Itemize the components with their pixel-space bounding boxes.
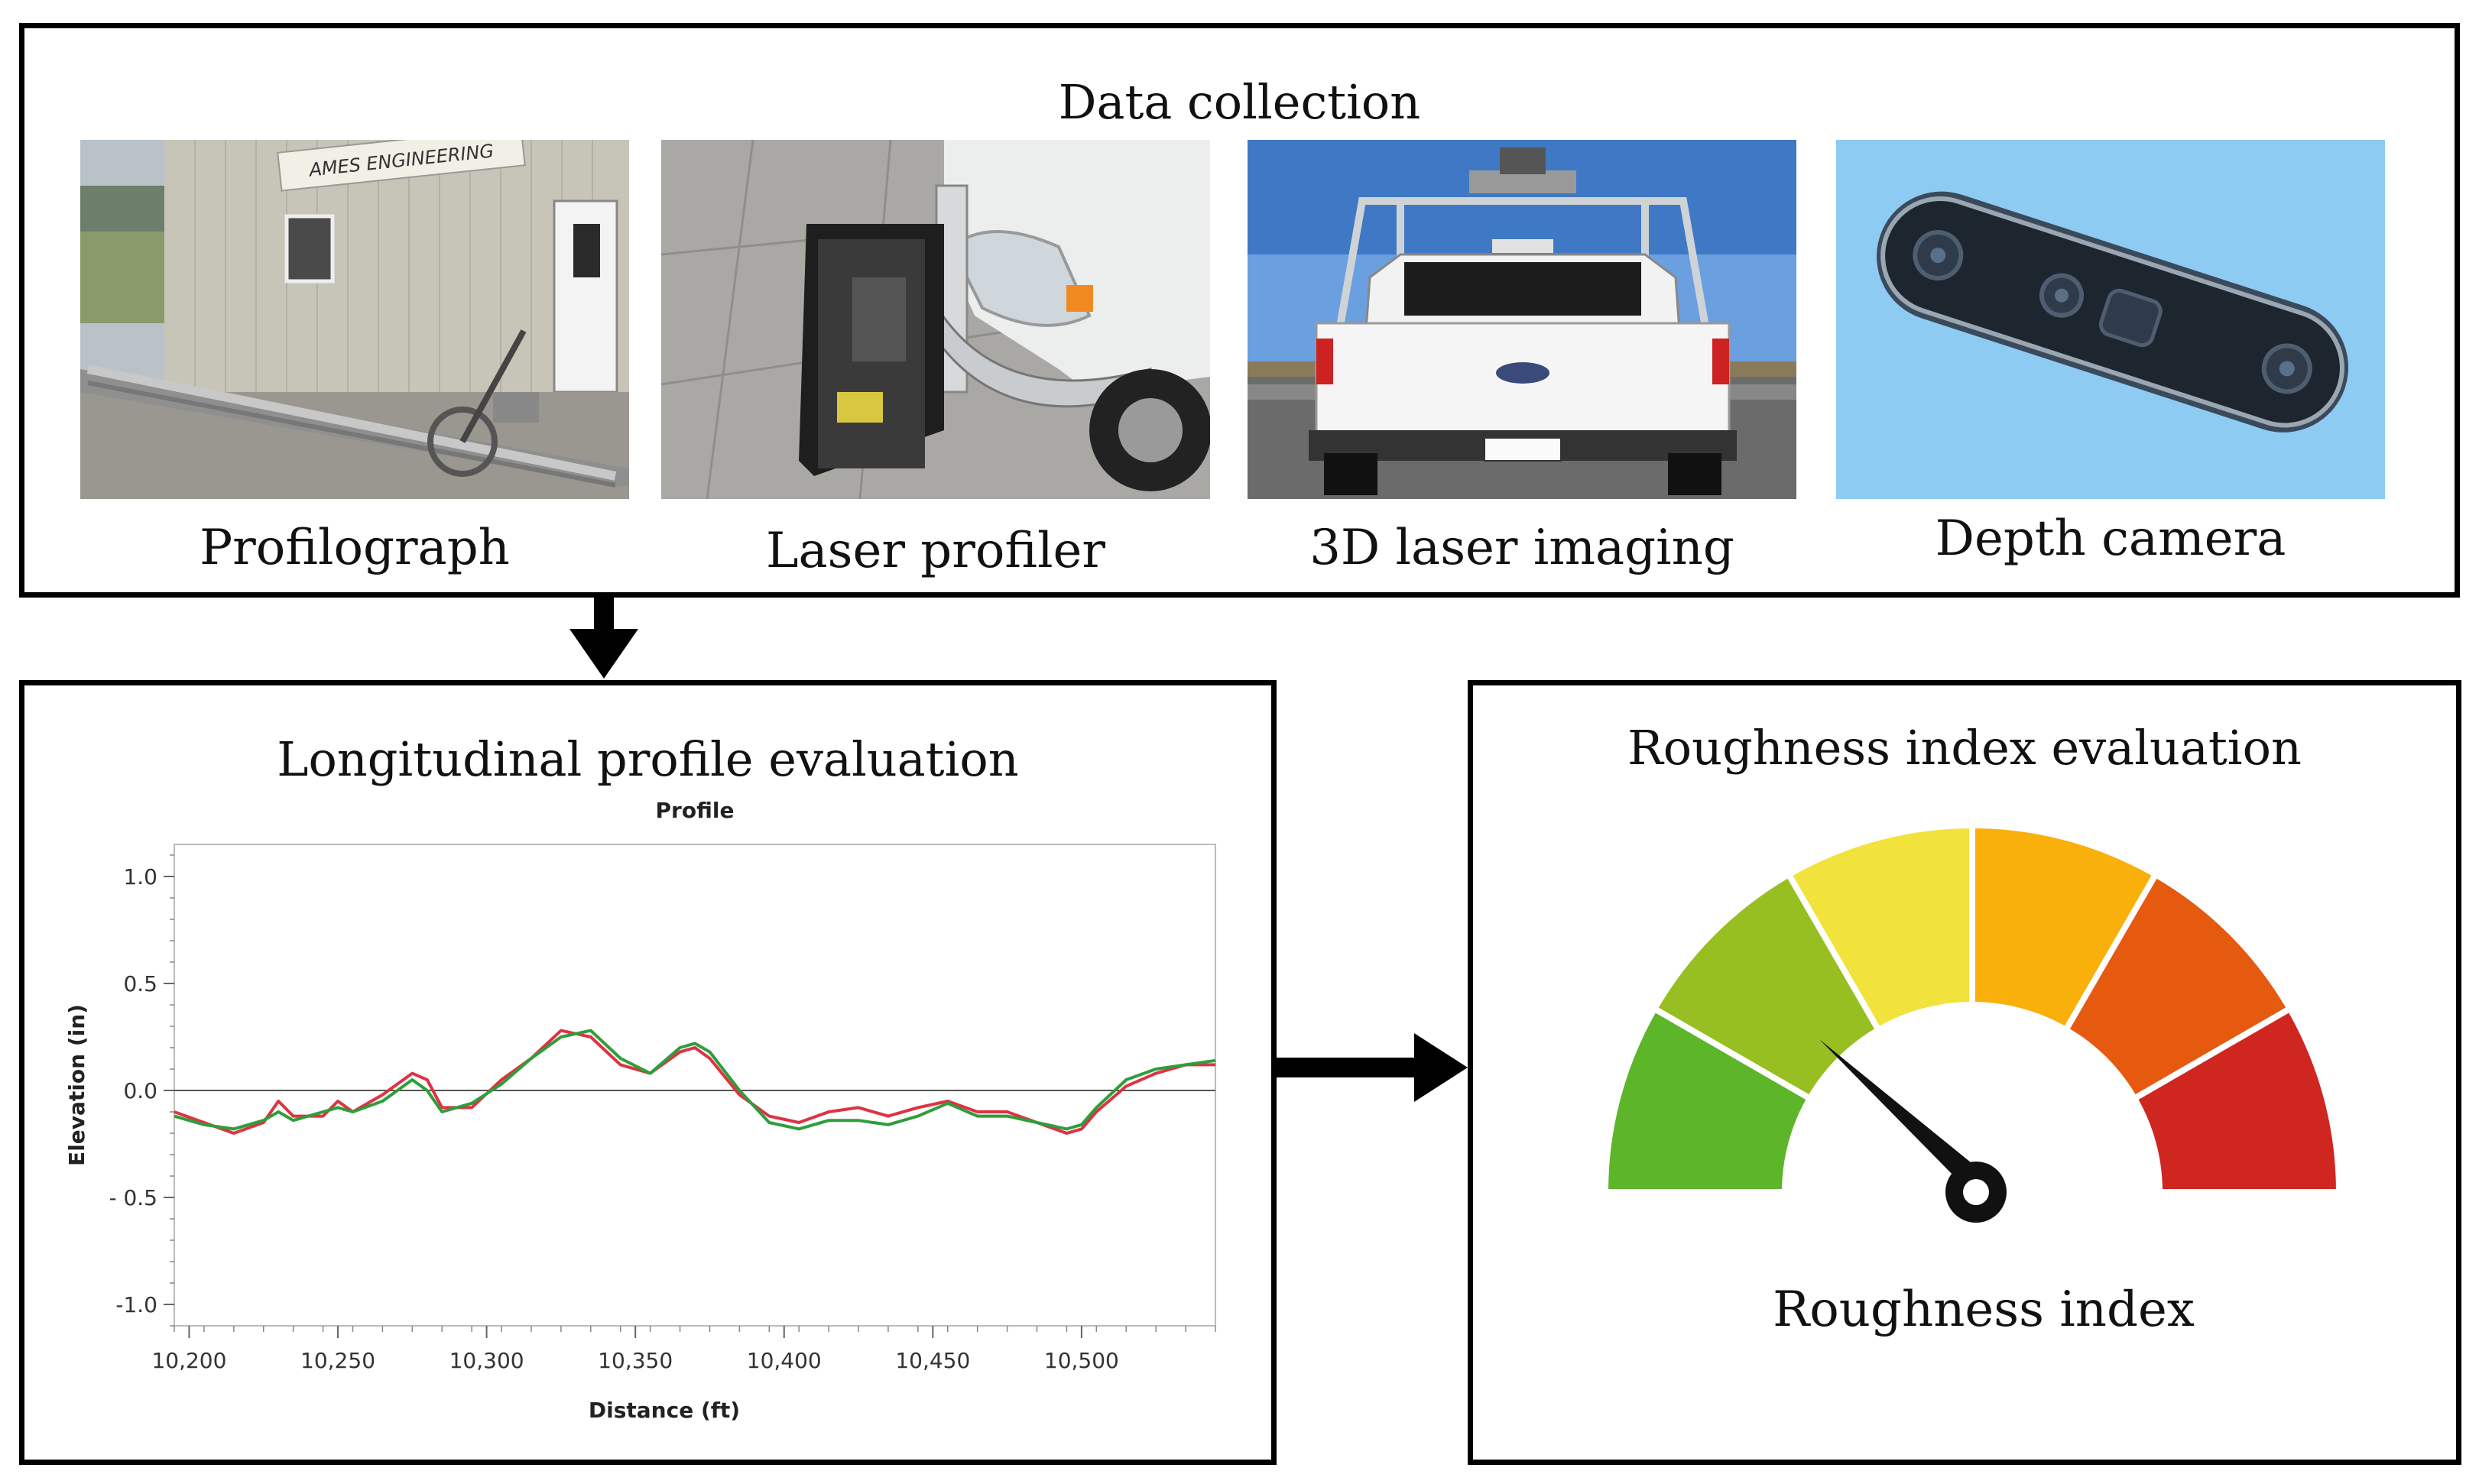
y-tick-label: 0.5	[123, 971, 157, 996]
laser-imaging-caption: 3D laser imaging	[1309, 520, 1734, 576]
laser-profiler-photo	[661, 140, 1210, 499]
profilograph-caption: Profilograph	[200, 520, 510, 576]
profile-evaluation-title: Longitudinal profile evaluation	[277, 731, 1019, 787]
x-tick-label: 10,250	[300, 1348, 375, 1373]
x-tick-label: 10,500	[1044, 1348, 1119, 1373]
profile-series-line-2	[174, 1029, 1216, 1131]
y-tick-label: - 0.5	[109, 1185, 157, 1210]
x-tick-label: 10,200	[151, 1348, 226, 1373]
x-tick-label: 10,350	[598, 1348, 673, 1373]
depth-camera-photo	[1836, 140, 2385, 499]
x-tick-label: 10,400	[747, 1348, 822, 1373]
arrow-right-icon	[1273, 1033, 1468, 1102]
y-tick-label: 1.0	[123, 864, 157, 889]
gauge-needle	[1819, 1039, 1979, 1181]
profile-chart: Profile 1.0 0.5 0.0 - 0.5 -1.0 10,200 10,250 10,…	[64, 798, 1216, 1423]
laser-profiler-caption: Laser profiler	[765, 523, 1106, 579]
gauge-hub-center	[1963, 1179, 1989, 1205]
y-axis-label: Elevation (in)	[64, 1004, 89, 1166]
data-collection-title: Data collection	[1058, 74, 1421, 130]
y-tick-label: 0.0	[123, 1078, 157, 1103]
plot-frame	[174, 844, 1216, 1327]
profilograph-photo: AMES ENGINEERING	[80, 140, 629, 499]
x-tick-label: 10,450	[895, 1348, 970, 1373]
y-tick-label: -1.0	[115, 1292, 157, 1317]
chart-title: Profile	[656, 798, 735, 823]
gauge-segment-6	[2130, 1004, 2343, 1195]
profile-series-line-1	[174, 1029, 1215, 1135]
roughness-evaluation-title: Roughness index evaluation	[1627, 720, 2302, 776]
laser-imaging-photo	[1248, 140, 1796, 499]
x-tick-label: 10,300	[449, 1348, 524, 1373]
roughness-index-label: Roughness index	[1773, 1281, 2195, 1338]
depth-camera-caption: Depth camera	[1935, 510, 2286, 567]
x-axis-label: Distance (ft)	[589, 1398, 740, 1423]
roughness-gauge	[1601, 821, 2343, 1223]
arrow-down-icon	[569, 595, 638, 679]
